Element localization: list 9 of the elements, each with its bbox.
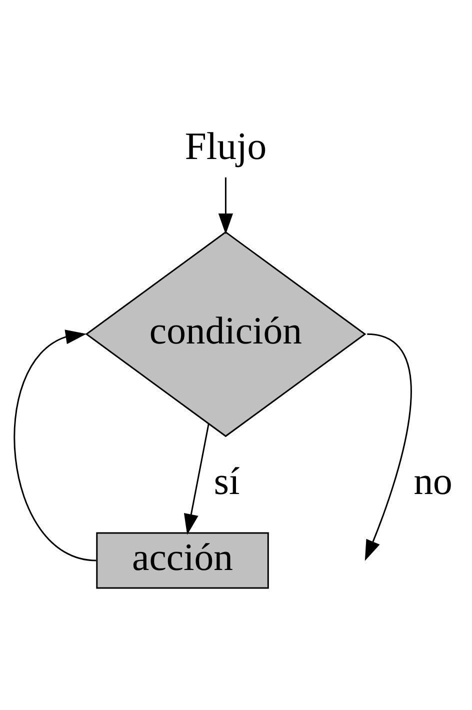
node-box: acción [96, 532, 269, 589]
arrow [364, 333, 412, 561]
node-text: Flujo [184, 126, 267, 168]
edge-label: sí [214, 460, 240, 503]
edge-label: no [414, 460, 452, 503]
node-diamond: condición [85, 231, 366, 438]
arrow [218, 177, 233, 234]
arrow [14, 330, 96, 562]
arrow [184, 424, 210, 535]
